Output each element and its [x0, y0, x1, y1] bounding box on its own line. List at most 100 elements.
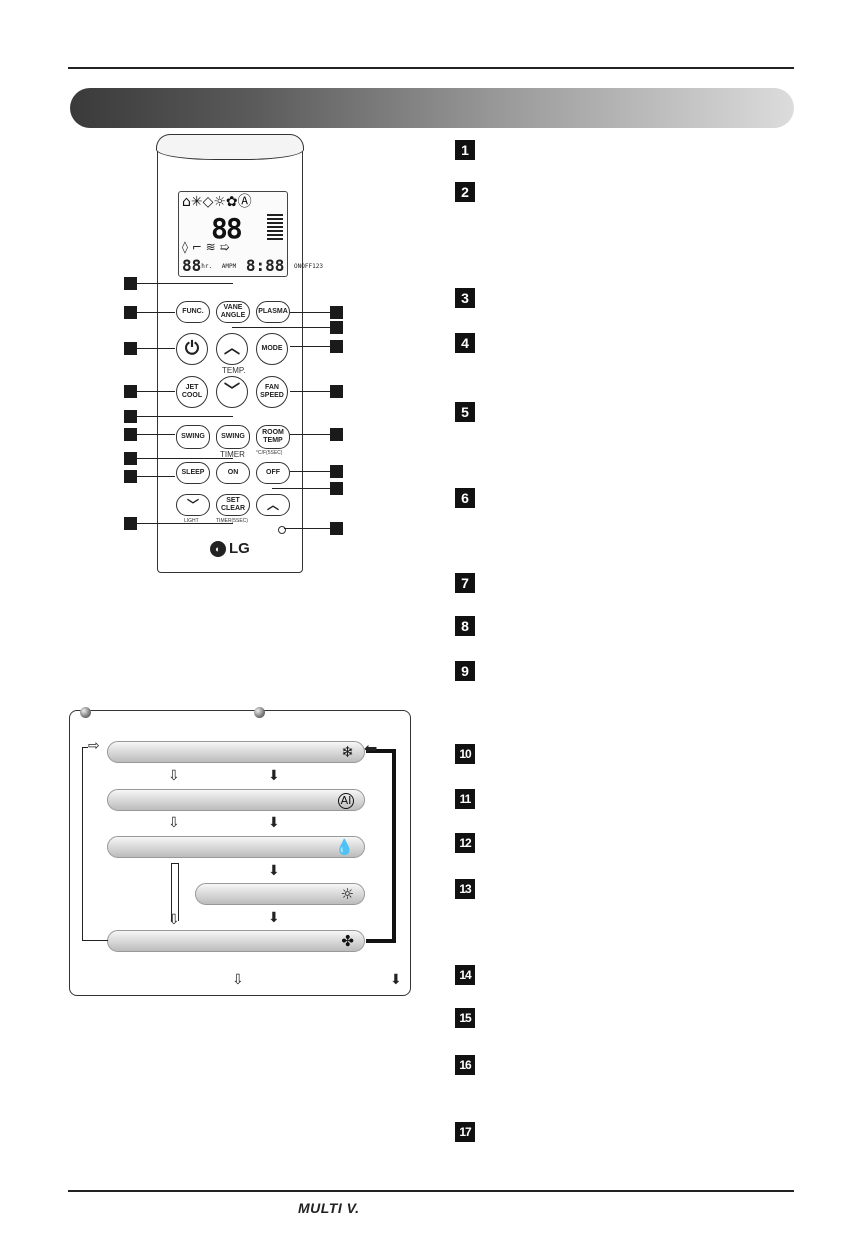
chevron-up-icon: ︿ — [266, 498, 279, 512]
solid-loop-line — [366, 749, 396, 943]
callout-marker — [124, 277, 137, 290]
hollow-long-arrow-icon — [171, 863, 179, 921]
callout-line — [290, 471, 330, 472]
callout-marker — [124, 306, 137, 319]
mode-pill-fan: ✤ — [107, 930, 365, 952]
vane-angle-button[interactable]: VANE ANGLE — [216, 301, 250, 323]
remote-top-cap — [156, 134, 304, 160]
callout-line — [137, 458, 233, 459]
lcd-temp-digits: 88 — [211, 212, 243, 245]
number-marker-12: 12 — [455, 833, 475, 853]
room-temp-button[interactable]: ROOM TEMP — [256, 425, 290, 449]
mode-pill-heat: ☼ — [195, 883, 365, 905]
callout-line — [137, 523, 233, 524]
mode-button[interactable]: MODE — [256, 333, 288, 365]
temp-up-button[interactable]: ︿ — [216, 333, 248, 365]
timer-off-button[interactable]: OFF — [256, 462, 290, 484]
swing-center-button[interactable]: SWING — [216, 425, 250, 449]
lcd-time-row: 88hr. AMPM 8:88 ONOFF123 — [182, 256, 323, 275]
bullet-dot — [80, 707, 91, 718]
callout-marker — [330, 428, 343, 441]
lcd-mode-icons: ⌂✳◇☼✿Ⓐ — [182, 194, 252, 210]
bullet-dot — [254, 707, 265, 718]
light-down-button[interactable]: ﹀ — [176, 494, 210, 516]
func-button[interactable]: FUNC. — [176, 301, 210, 323]
number-marker-9: 9 — [455, 661, 475, 681]
hollow-loop-bottom — [82, 935, 108, 941]
solid-left-arrow-icon: ⬅ — [364, 739, 378, 758]
callout-marker — [124, 428, 137, 441]
number-marker-1: 1 — [455, 140, 475, 160]
callout-line — [290, 391, 330, 392]
callout-line — [137, 348, 175, 349]
fan-speed-button[interactable]: FAN SPEED — [256, 376, 288, 408]
callout-marker — [330, 306, 343, 319]
callout-marker — [124, 410, 137, 423]
lcd-hr: hr. — [201, 263, 213, 270]
timer-up-button[interactable]: ︿ — [256, 494, 290, 516]
number-marker-2: 2 — [455, 182, 475, 202]
light-label: LIGHT — [184, 518, 199, 524]
jet-cool-button[interactable]: JET COOL — [176, 376, 208, 408]
power-button[interactable]: ⏻ — [176, 333, 208, 365]
temp-down-button[interactable]: ﹀ — [216, 376, 248, 408]
callout-marker — [330, 465, 343, 478]
number-marker-4: 4 — [455, 333, 475, 353]
callout-line — [290, 434, 330, 435]
callout-line — [137, 434, 175, 435]
swing-left-button[interactable]: SWING — [176, 425, 210, 449]
hollow-loop-line — [82, 747, 88, 941]
number-marker-7: 7 — [455, 573, 475, 593]
callout-line — [290, 312, 330, 313]
chevron-down-icon: ﹀ — [223, 383, 240, 400]
callout-marker — [124, 452, 137, 465]
lcd-am: AM — [221, 263, 229, 270]
number-marker-10: 10 — [455, 744, 475, 764]
chevron-up-icon: ︿ — [223, 340, 240, 357]
drop-icon: 💧 — [335, 838, 354, 856]
lg-face-icon: ◐ — [210, 540, 226, 557]
hollow-down-arrow-icon: ⇩ — [168, 768, 180, 784]
lcd-display: ⌂✳◇☼✿Ⓐ 88 ◊ ⌐ ≋ ➯ 88hr. AMPM 8:88 ONOFF1… — [178, 191, 323, 277]
number-marker-13: 13 — [455, 879, 475, 899]
hollow-right-arrow-icon: ⇨ — [88, 738, 100, 754]
timer-on-button[interactable]: ON — [216, 462, 250, 484]
callout-line — [290, 346, 330, 347]
callout-marker — [330, 522, 343, 535]
solid-down-arrow-icon: ⬇ — [268, 910, 280, 926]
section-banner — [70, 88, 794, 128]
temp-label: TEMP. — [222, 366, 246, 375]
lcd-pm: PM — [228, 263, 237, 270]
plasma-button[interactable]: PLASMA — [256, 301, 290, 323]
number-marker-17: 17 — [455, 1122, 475, 1142]
reset-hole[interactable] — [278, 526, 286, 534]
solid-down-arrow-icon: ⬇ — [390, 972, 402, 988]
solid-down-arrow-icon: ⬇ — [268, 863, 280, 879]
callout-marker — [330, 482, 343, 495]
callout-marker — [330, 385, 343, 398]
lcd-clock: 8:88 — [245, 256, 285, 275]
callout-line — [137, 416, 233, 417]
bottom-rule — [68, 1190, 794, 1192]
number-marker-16: 16 — [455, 1055, 475, 1075]
callout-line — [272, 488, 330, 489]
set-clear-button[interactable]: SET CLEAR — [216, 494, 250, 516]
lcd-code: 123 — [312, 263, 323, 270]
multi-v-logo: MULTI V. — [298, 1200, 360, 1216]
hollow-down-arrow-icon: ⇩ — [168, 815, 180, 831]
sleep-button[interactable]: SLEEP — [176, 462, 210, 484]
callout-line — [137, 283, 233, 284]
number-marker-14: 14 — [455, 965, 475, 985]
lcd-fan-bars — [267, 214, 283, 240]
callout-line — [137, 312, 175, 313]
callout-marker — [124, 342, 137, 355]
callout-line — [284, 528, 330, 529]
lcd-off: OFF — [301, 263, 313, 270]
remote-control: ⌂✳◇☼✿Ⓐ 88 ◊ ⌐ ≋ ➯ 88hr. AMPM 8:88 ONOFF1… — [156, 134, 323, 573]
ai-icon: AI — [338, 793, 354, 809]
room-temp-sublabel: °C/F(5SEC) — [256, 450, 283, 456]
power-icon: ⏻ — [184, 338, 200, 359]
callout-marker — [124, 517, 137, 530]
callout-line — [137, 391, 175, 392]
snowflake-icon: ❄ — [341, 743, 354, 761]
